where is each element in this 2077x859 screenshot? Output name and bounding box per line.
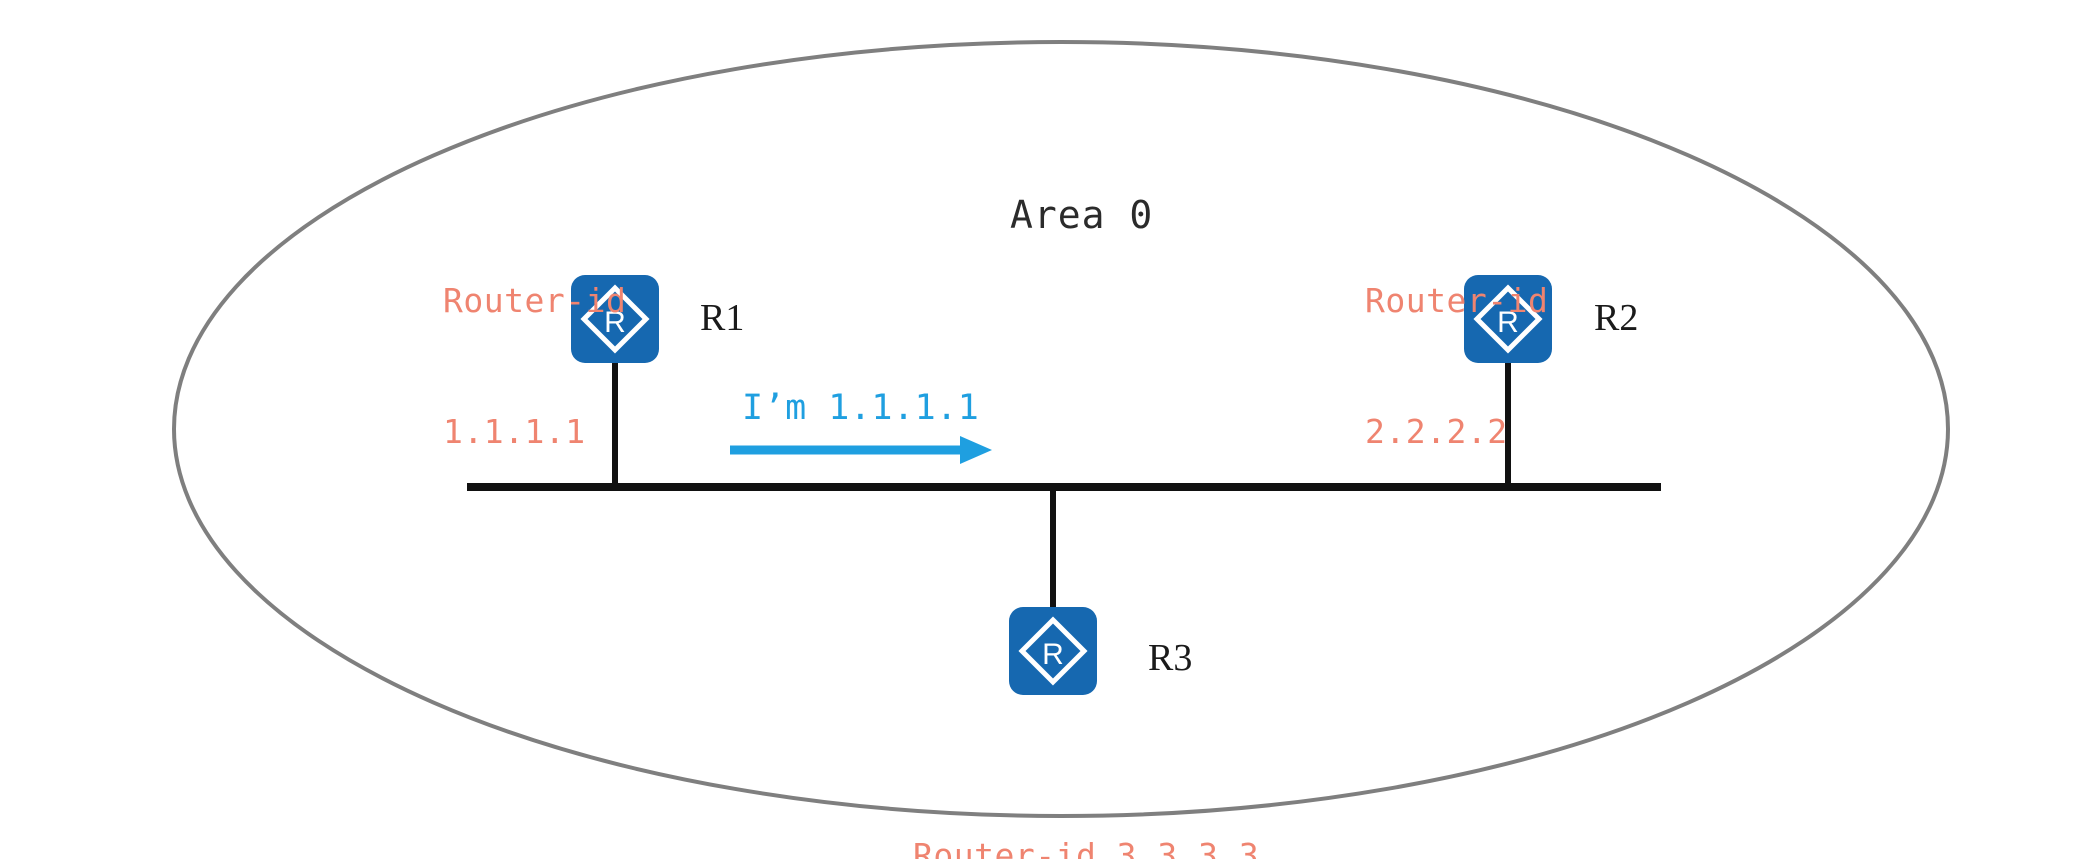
router-r1-router-id: Router-id 1.1.1.1 xyxy=(443,192,626,540)
hello-message-label: I’m 1.1.1.1 xyxy=(742,388,980,428)
router-r3-router-id: Router-id 3.3.3.3 xyxy=(913,747,1259,859)
svg-text:R: R xyxy=(604,306,626,339)
router-r2-label: R2 xyxy=(1594,297,1639,339)
router-device-icon: R xyxy=(1009,607,1097,695)
router-r1-router-id-line-2: 1.1.1.1 xyxy=(443,411,586,451)
ospf-area-boundary-ellipse xyxy=(172,40,1950,818)
svg-text:R: R xyxy=(1497,306,1519,339)
message-direction-arrow xyxy=(730,436,992,464)
area-label: Area 0 xyxy=(1010,193,1154,237)
router-r2-router-id-line-1: Router-id xyxy=(1365,281,1549,321)
router-r2-router-id-line-2: 2.2.2.2 xyxy=(1365,411,1508,451)
svg-text:R: R xyxy=(1042,638,1064,671)
message-arrow-head xyxy=(960,436,992,464)
router-r2-router-id: Router-id 2.2.2.2 xyxy=(1365,192,1548,540)
router-r3-label: R3 xyxy=(1148,637,1193,679)
router-r1-icon[interactable]: R xyxy=(571,275,659,363)
router-device-icon: R xyxy=(571,275,659,363)
router-device-icon: R xyxy=(1464,275,1552,363)
router-r1-router-id-line-1: Router-id xyxy=(443,281,627,321)
router-r3-icon[interactable]: R xyxy=(1009,607,1097,695)
router-r3-router-id-line-1: Router-id 3.3.3.3 xyxy=(913,836,1260,859)
router-r1-label: R1 xyxy=(700,297,745,339)
router-r2-icon[interactable]: R xyxy=(1464,275,1552,363)
